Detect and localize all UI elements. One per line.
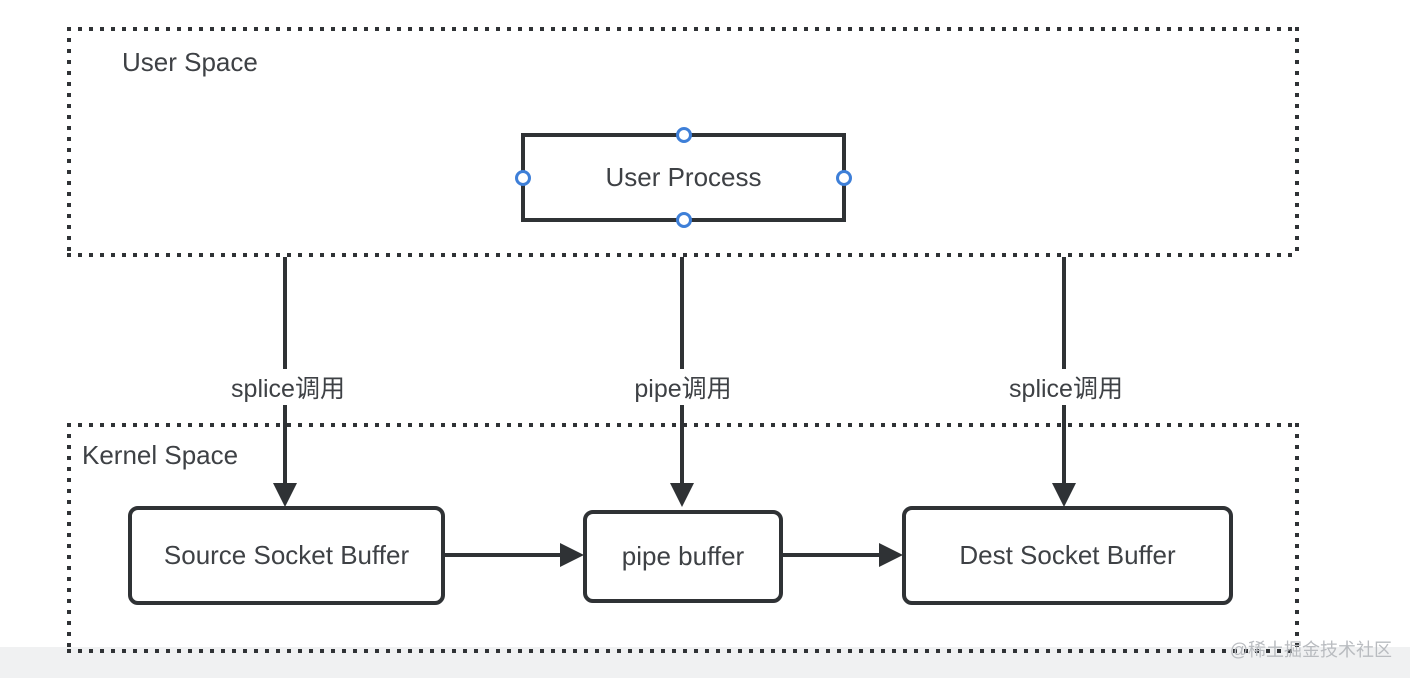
arrow-source-to-pipe-line [445,553,563,557]
connection-handle-right-icon [836,169,852,186]
connection-handle-top-icon [675,127,692,143]
arrow-down-head-icon [1052,483,1076,507]
dest-socket-buffer-node: Dest Socket Buffer [902,506,1233,605]
arrow-right-head-icon [560,543,584,567]
kernel-space-label: Kernel Space [82,440,239,470]
arrow-down-head-icon [273,483,297,507]
connection-handle-bottom-icon [675,212,692,228]
user-process-node: User Process [515,127,852,228]
source-socket-buffer-node: Source Socket Buffer [128,506,445,605]
arrow-down-head-icon [670,483,694,507]
source-socket-buffer-label: Source Socket Buffer [163,540,410,570]
pipe-buffer-label: pipe buffer [621,541,745,571]
connection-handle-left-icon [515,169,531,186]
pipe-buffer-node: pipe buffer [583,510,783,603]
watermark: @稀土掘金技术社区 [1229,640,1392,660]
arrow-pipe-to-dest-line [783,553,881,557]
user-process-label: User Process [605,162,762,192]
call-label-pipe-middle: pipe调用 [626,369,740,405]
user-space-label: User Space [122,47,258,77]
call-label-splice-left: splice调用 [223,369,353,405]
call-label-splice-right: splice调用 [1001,369,1131,405]
arrow-right-head-icon [879,543,903,567]
dest-socket-buffer-label: Dest Socket Buffer [959,540,1176,570]
